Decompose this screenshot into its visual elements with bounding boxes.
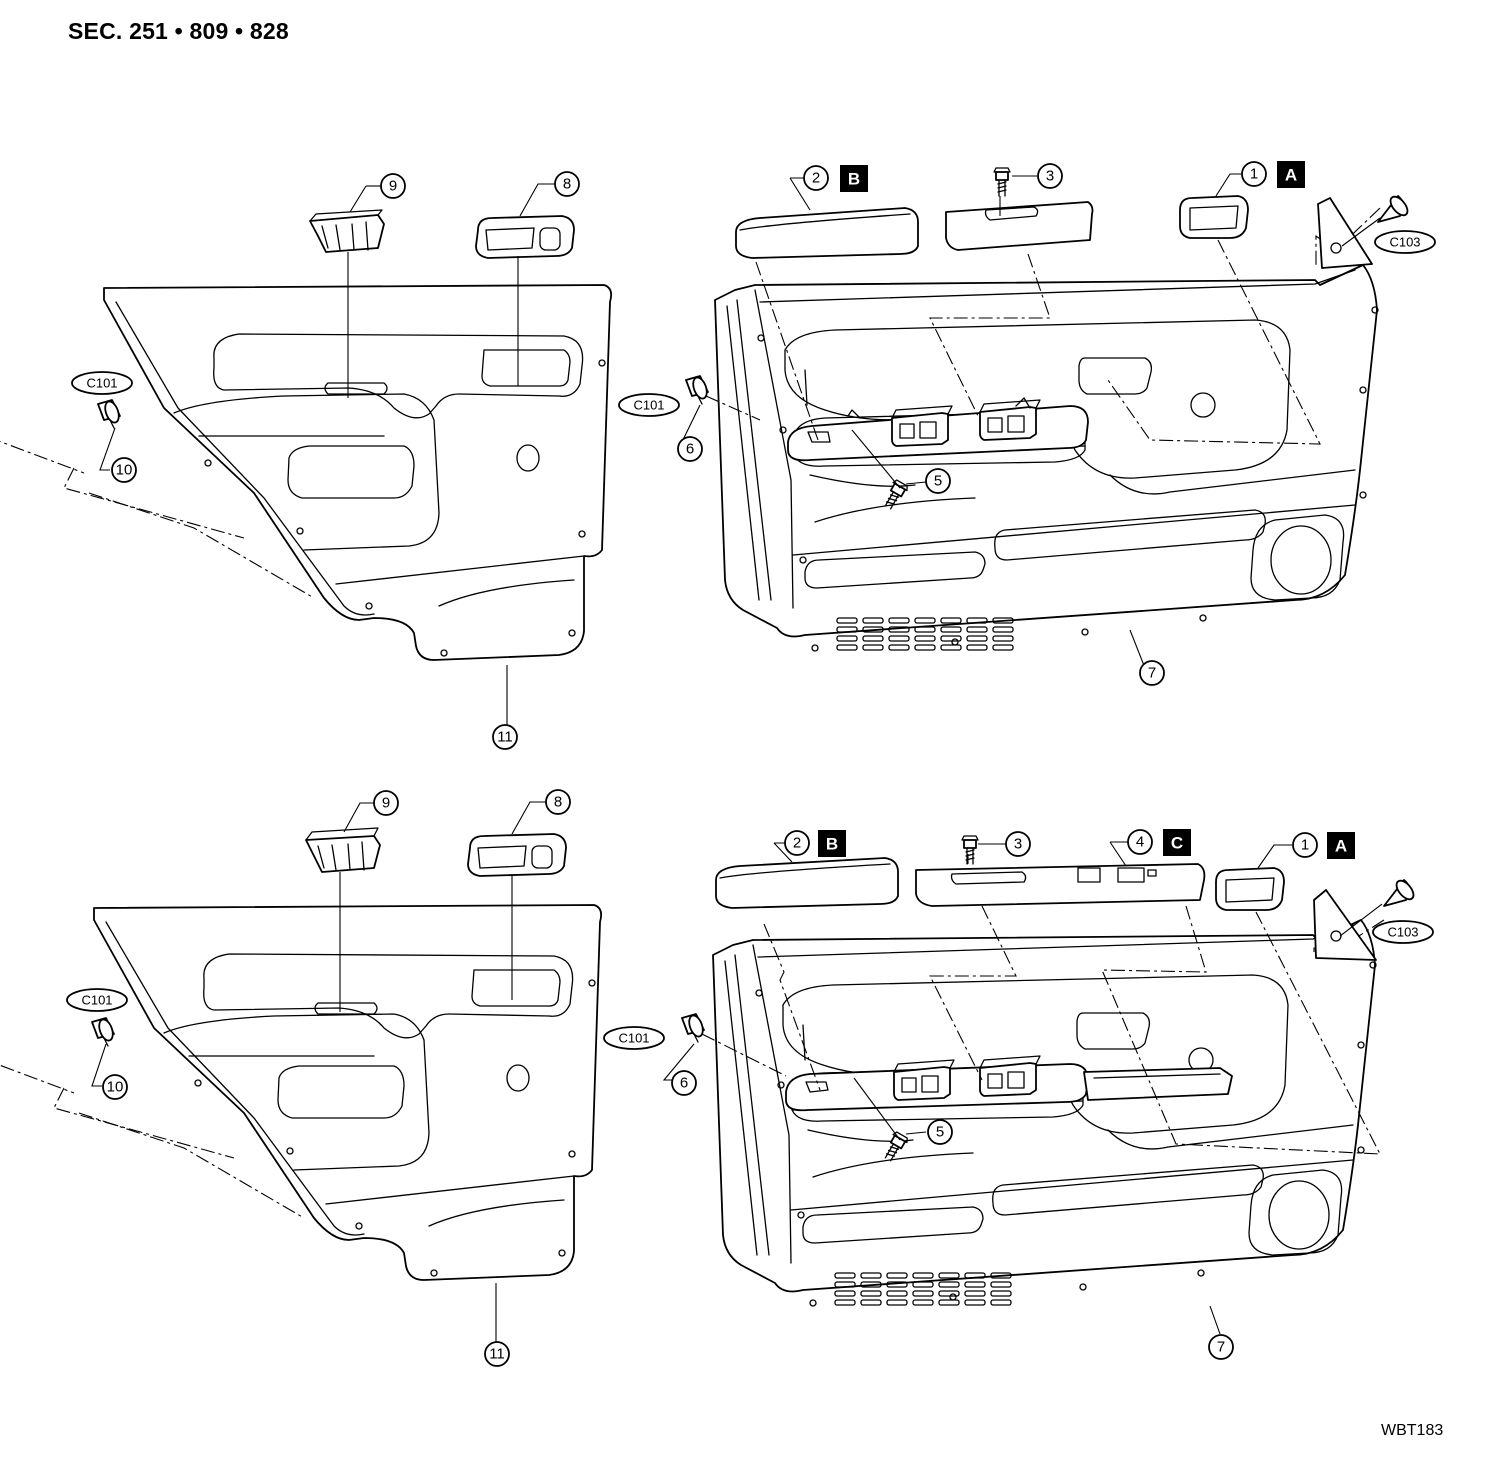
ref-b-upper: B: [848, 170, 860, 189]
callout-6-lower-label: 6: [680, 1075, 688, 1092]
callout-7-upper: 7: [1139, 660, 1165, 686]
clip-c101-label-upper-left: C101: [71, 371, 133, 395]
clip-c103-label-upper: C103: [1374, 230, 1436, 254]
callout-5-upper-label: 5: [934, 473, 942, 490]
callout-9-lower: 9: [343, 790, 399, 833]
callout-7-upper-label: 7: [1148, 665, 1156, 682]
callout-1-lower-label: 1: [1301, 837, 1309, 854]
ref-b-lower: B: [826, 835, 838, 854]
c101-lower-left-label: C101: [81, 993, 112, 1008]
callout-2-lower-label: 2: [793, 835, 801, 852]
callout-10-upper: 10: [111, 457, 137, 483]
front-door-trim-upper: [679, 167, 1412, 669]
c101-lower-right-label: C101: [618, 1031, 649, 1046]
callout-9-lower-label: 9: [382, 795, 390, 812]
ref-a-upper: A: [1285, 166, 1297, 185]
callout-3-upper: 3: [1012, 163, 1063, 189]
ref-c-lower: C: [1171, 834, 1183, 853]
callout-10-lower-label: 10: [107, 1079, 124, 1096]
callout-7-lower: 7: [1208, 1334, 1234, 1360]
callout-10-lower: 10: [102, 1074, 128, 1100]
c101-upper-right-label: C101: [633, 398, 664, 413]
callout-8-lower: 8: [511, 789, 571, 835]
c103-lower-label: C103: [1387, 925, 1418, 940]
callout-6-upper: 6: [677, 436, 703, 462]
c101-upper-left-label: C101: [86, 376, 117, 391]
callout-9-upper: 9: [349, 173, 406, 213]
callout-3-lower-label: 3: [1014, 836, 1022, 853]
callout-10-upper-label: 10: [116, 462, 133, 479]
clip-c101-label-upper-right: C101: [618, 393, 680, 417]
ref-a-lower: A: [1335, 837, 1347, 856]
callout-11-upper-label: 11: [497, 729, 513, 746]
clip-c101-label-lower-left: C101: [66, 988, 128, 1012]
callout-2-upper: 2 B: [789, 165, 868, 211]
c103-upper-label: C103: [1389, 235, 1420, 250]
callout-5-lower-label: 5: [936, 1124, 944, 1141]
rear-door-trim-lower: [0, 827, 603, 1348]
front-door-trim-lower: [662, 835, 1418, 1335]
callout-6-upper-label: 6: [686, 441, 694, 458]
callout-3-lower: 3: [978, 831, 1031, 857]
section-header: SEC. 251 • 809 • 828: [68, 18, 289, 44]
clip-c101-label-lower-right: C101: [603, 1026, 665, 1050]
callout-4-lower: 4 C: [1109, 829, 1191, 867]
callout-2-upper-label: 2: [812, 170, 820, 187]
callout-5-upper: 5: [905, 468, 951, 494]
callout-4-lower-label: 4: [1136, 834, 1144, 851]
callout-2-lower: 2 B: [773, 830, 846, 863]
callout-11-upper: 11: [492, 724, 518, 750]
callout-1-upper: 1 A: [1215, 161, 1305, 197]
callout-8-lower-label: 8: [554, 794, 562, 811]
callout-8-upper: 8: [519, 171, 580, 217]
callout-9-upper-label: 9: [389, 178, 397, 195]
callout-7-lower-label: 7: [1217, 1339, 1225, 1356]
callout-5-lower: 5: [905, 1119, 953, 1145]
callout-1-upper-label: 1: [1250, 166, 1258, 183]
callout-11-lower: 11: [484, 1341, 510, 1367]
callout-11-lower-label: 11: [489, 1346, 505, 1363]
figure-code: WBT183: [1381, 1422, 1444, 1439]
callout-8-upper-label: 8: [563, 176, 571, 193]
callout-3-upper-label: 3: [1046, 168, 1054, 185]
callout-6-lower: 6: [671, 1070, 697, 1096]
rear-door-trim-upper: [0, 209, 613, 735]
clip-c103-label-lower: C103: [1372, 920, 1434, 944]
callout-1-lower: 1 A: [1257, 832, 1355, 869]
